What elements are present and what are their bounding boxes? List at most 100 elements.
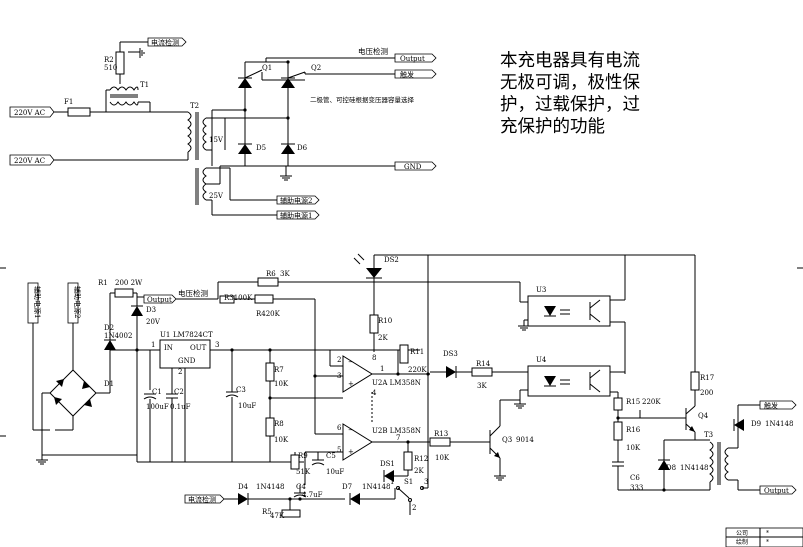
svg-text:−: − xyxy=(348,358,354,366)
svg-text:10K: 10K xyxy=(626,444,641,452)
svg-text:Output: Output xyxy=(147,296,172,304)
svg-text:GND: GND xyxy=(178,357,196,365)
svg-text:T3: T3 xyxy=(704,431,713,439)
svg-text:9014: 9014 xyxy=(516,436,534,444)
svg-text:2: 2 xyxy=(337,356,341,364)
title-block: 公司 * 绘制 * xyxy=(725,527,803,547)
svg-text:C5: C5 xyxy=(326,452,336,460)
svg-text:U2A LM358N: U2A LM358N xyxy=(372,379,421,387)
svg-text:1N4002: 1N4002 xyxy=(104,332,132,340)
svg-text:10uF: 10uF xyxy=(326,468,344,476)
svg-text:辅助电源2: 辅助电源2 xyxy=(73,286,82,318)
tag-output-mid: Output xyxy=(143,294,177,304)
svg-text:D2: D2 xyxy=(104,324,114,332)
svg-text:C3: C3 xyxy=(236,386,246,394)
svg-text:触发: 触发 xyxy=(764,401,778,410)
resistor-r10 xyxy=(369,314,379,334)
svg-text:47K: 47K xyxy=(270,512,285,520)
svg-text:R6: R6 xyxy=(266,270,276,278)
transformer-t1: T1 xyxy=(109,81,149,106)
svg-text:2: 2 xyxy=(178,368,182,376)
svg-text:D7: D7 xyxy=(342,483,352,491)
resistor-r5 xyxy=(281,509,301,518)
svg-text:绘制: 绘制 xyxy=(736,538,748,546)
svg-text:DS3: DS3 xyxy=(443,350,458,358)
svg-text:LM7824CT: LM7824CT xyxy=(173,331,213,339)
tag-output-right: Output xyxy=(759,485,797,495)
led-ds1: DS1 xyxy=(380,460,395,482)
svg-text:GND: GND xyxy=(404,163,422,171)
resistor-r4 xyxy=(254,294,274,304)
svg-text:D3: D3 xyxy=(146,306,156,314)
svg-text:1: 1 xyxy=(151,341,155,349)
resistor-r2: R2 510 xyxy=(104,51,125,75)
svg-text:1N4148: 1N4148 xyxy=(680,464,708,472)
svg-text:Q1: Q1 xyxy=(262,64,272,72)
svg-text:3K: 3K xyxy=(477,382,487,390)
svg-text:C4: C4 xyxy=(296,483,306,491)
svg-text:220K: 220K xyxy=(642,398,661,406)
resistor-r1 xyxy=(114,288,134,298)
svg-text:OUT: OUT xyxy=(190,344,207,352)
svg-text:C2: C2 xyxy=(174,388,184,396)
svg-text:10K: 10K xyxy=(435,454,450,462)
svg-text:R13: R13 xyxy=(434,430,448,438)
tag-aux-power-1: 辅助电源1 xyxy=(276,210,320,220)
svg-text:Q3: Q3 xyxy=(502,436,512,444)
tag-output-top: Output xyxy=(394,53,437,63)
svg-text:T1: T1 xyxy=(140,81,149,89)
svg-text:3: 3 xyxy=(215,341,219,349)
tag-gnd: GND xyxy=(394,161,437,171)
fuse-f1 xyxy=(67,107,91,117)
svg-text:U3: U3 xyxy=(536,286,546,294)
resistor-r17 xyxy=(690,371,700,391)
tag-aux-left-1: 辅助电源1 xyxy=(27,282,42,324)
led-ds3: DS3 xyxy=(443,350,458,378)
optocoupler-u4: U4 xyxy=(527,356,611,397)
svg-text:5: 5 xyxy=(337,446,341,454)
transformer-t3: T3 xyxy=(704,431,729,485)
svg-text:2K: 2K xyxy=(414,467,424,475)
svg-text:4.7uF: 4.7uF xyxy=(302,491,323,499)
note-line-3: 护，过载保护，过 xyxy=(500,95,640,115)
tag-current-sense-top: 电流检测 xyxy=(147,37,187,47)
svg-text:R17: R17 xyxy=(700,374,714,382)
tag-current-sense-bot: 电流检测 xyxy=(184,494,225,504)
tag-trigger-top: 触发 xyxy=(394,69,437,79)
svg-text:C1: C1 xyxy=(152,388,162,396)
svg-text:333: 333 xyxy=(630,484,643,492)
svg-text:R15: R15 xyxy=(626,398,640,406)
diode-d8: D8 1N4148 xyxy=(658,459,708,472)
svg-text:3: 3 xyxy=(424,478,428,486)
resistor-r14 xyxy=(471,367,493,377)
ac-input-1: 220V AC xyxy=(9,106,55,118)
svg-text:F1: F1 xyxy=(64,98,73,106)
scr-q1: Q1 xyxy=(238,64,272,88)
svg-text:*: * xyxy=(766,530,769,537)
svg-text:20V: 20V xyxy=(146,318,161,326)
svg-text:220V AC: 220V AC xyxy=(14,157,45,165)
resistor-r7 xyxy=(265,362,275,382)
svg-text:IN: IN xyxy=(164,344,173,352)
svg-text:DS1: DS1 xyxy=(380,460,395,468)
resistor-r6 xyxy=(257,277,279,287)
svg-text:U4: U4 xyxy=(536,356,547,364)
svg-text:T2: T2 xyxy=(190,102,199,110)
led-ds2: DS2 xyxy=(353,253,399,279)
svg-text:+: + xyxy=(348,448,354,456)
svg-text:3K: 3K xyxy=(280,270,290,278)
svg-text:R420K: R420K xyxy=(256,310,281,318)
svg-text:10uF: 10uF xyxy=(238,402,256,410)
opamp-u2b: − + 6 5 7 U2B LM358N xyxy=(337,423,421,461)
svg-text:R12: R12 xyxy=(414,455,428,463)
diode-d5: D5 xyxy=(238,143,266,154)
svg-text:R16: R16 xyxy=(626,426,641,434)
svg-text:Output: Output xyxy=(764,487,789,495)
svg-text:8: 8 xyxy=(372,354,376,362)
diode-d6: D6 xyxy=(281,143,308,154)
svg-text:7: 7 xyxy=(396,434,400,442)
svg-text:C6: C6 xyxy=(630,474,640,482)
svg-text:R3100K: R3100K xyxy=(224,294,253,302)
svg-text:15V: 15V xyxy=(209,136,224,144)
